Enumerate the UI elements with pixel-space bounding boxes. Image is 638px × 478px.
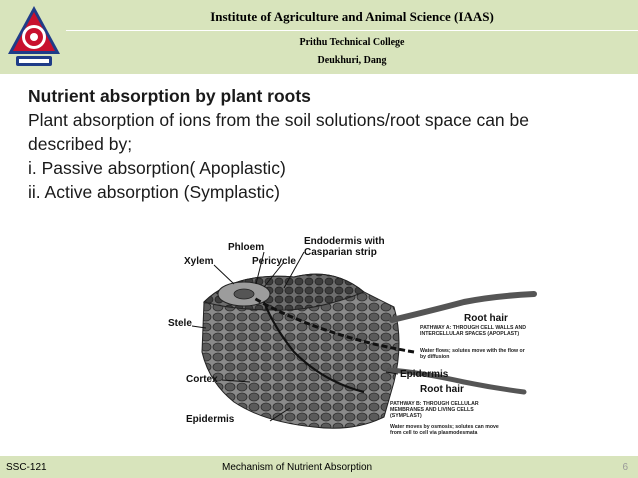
header-bar: Institute of Agriculture and Animal Scie… (0, 0, 638, 74)
label-root-hair-top: Root hair (464, 313, 508, 324)
label-root-hair-bottom: Root hair (420, 384, 464, 395)
footer-bar: SSC-121 Mechanism of Nutrient Absorption… (0, 456, 638, 478)
institute-name: Institute of Agriculture and Animal Scie… (210, 9, 494, 24)
slide-topic: Mechanism of Nutrient Absorption (222, 462, 373, 473)
label-xylem: Xylem (184, 256, 214, 267)
slide-title: Nutrient absorption by plant roots (28, 86, 311, 106)
pathway-b-note: Water moves by osmosis; solutes can move… (390, 424, 499, 436)
pathway-a-text: PATHWAY A: THROUGH CELL WALLS AND INTERC… (420, 325, 526, 337)
college-name: Prithu Technical College (299, 37, 405, 48)
course-code: SSC-121 (6, 462, 47, 473)
root-diagram-illustration (191, 251, 537, 429)
pathway-b-text: PATHWAY B: THROUGH CELLULAR MEMBRANES AN… (390, 401, 479, 419)
label-cortex: Cortex (186, 374, 218, 385)
body-line: ii. Active absorption (Symplastic) (28, 182, 280, 202)
body-line: i. Passive absorption( Apoplastic) (28, 158, 286, 178)
label-pericycle: Pericycle (252, 256, 296, 267)
label-stele: Stele (168, 318, 192, 329)
label-casparian-strip: Casparian strip (304, 247, 377, 258)
label-endodermis: Endodermis with (304, 236, 385, 247)
body-line: described by; (28, 134, 133, 154)
page-number: 6 (622, 462, 628, 473)
pathway-a-note: Water flows; solutes move with the flow … (420, 348, 525, 360)
root-cross-section-figure: Xylem Phloem Pericycle Endodermis with C… (164, 232, 544, 454)
body-line: Plant absorption of ions from the soil s… (28, 110, 529, 130)
college-location: Deukhuri, Dang (317, 55, 387, 66)
label-epidermis-right: Epidermis (400, 369, 449, 380)
label-epidermis-left: Epidermis (186, 414, 235, 425)
label-phloem: Phloem (228, 242, 265, 253)
university-emblem-icon (8, 6, 60, 66)
slide-content: Nutrient absorption by plant roots Plant… (28, 84, 618, 204)
